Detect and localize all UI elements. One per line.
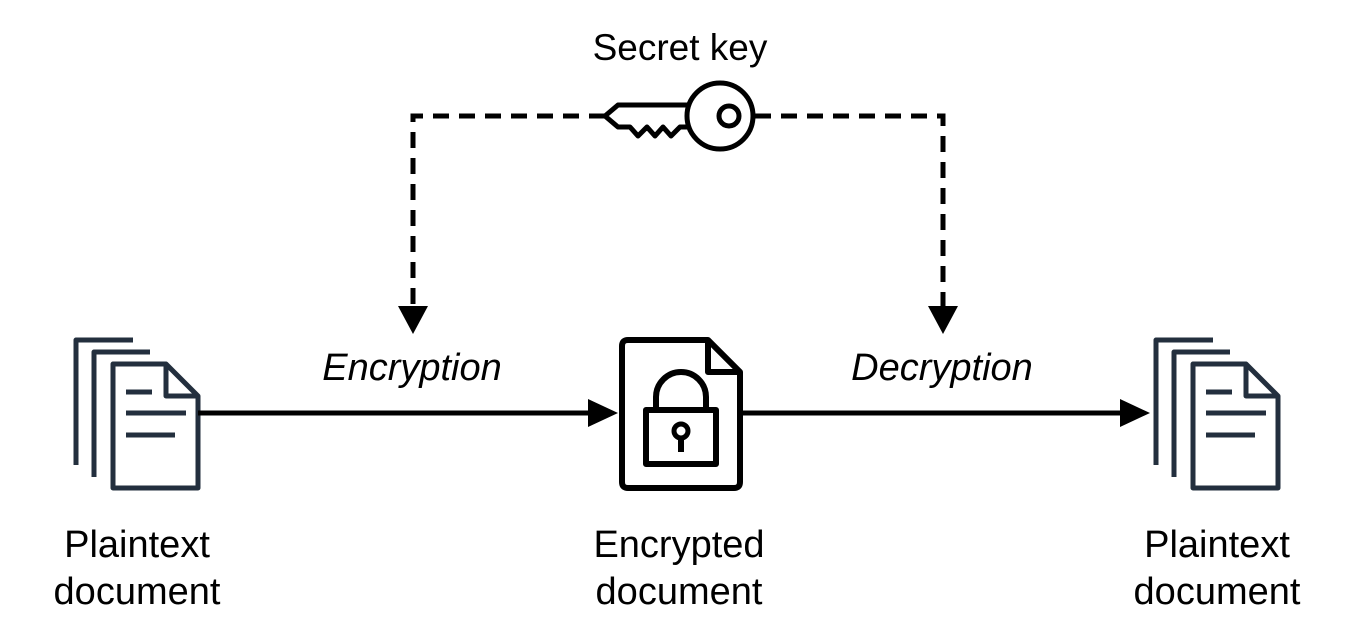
source-document-label-line1: Plaintext xyxy=(64,524,210,566)
key-to-encryption-line xyxy=(398,113,605,334)
target-document-label-line1: Plaintext xyxy=(1144,524,1290,566)
target-document-label-line2: document xyxy=(1134,571,1301,613)
key-icon xyxy=(602,80,756,152)
decryption-label: Decryption xyxy=(851,347,1033,389)
documents-stack-icon xyxy=(73,337,201,491)
encrypted-document-label-line1: Encrypted xyxy=(593,524,764,566)
key-to-decryption-line xyxy=(755,113,958,334)
secret-key-label: Secret key xyxy=(593,27,768,68)
encryption-label: Encryption xyxy=(322,347,502,389)
source-document-label-line2: document xyxy=(54,571,221,613)
decryption-arrow xyxy=(740,399,1150,427)
documents-stack-icon xyxy=(1153,337,1281,491)
encrypted-document-label-line2: document xyxy=(596,571,763,613)
encryption-arrow xyxy=(198,399,618,427)
locked-document-icon xyxy=(619,337,743,491)
